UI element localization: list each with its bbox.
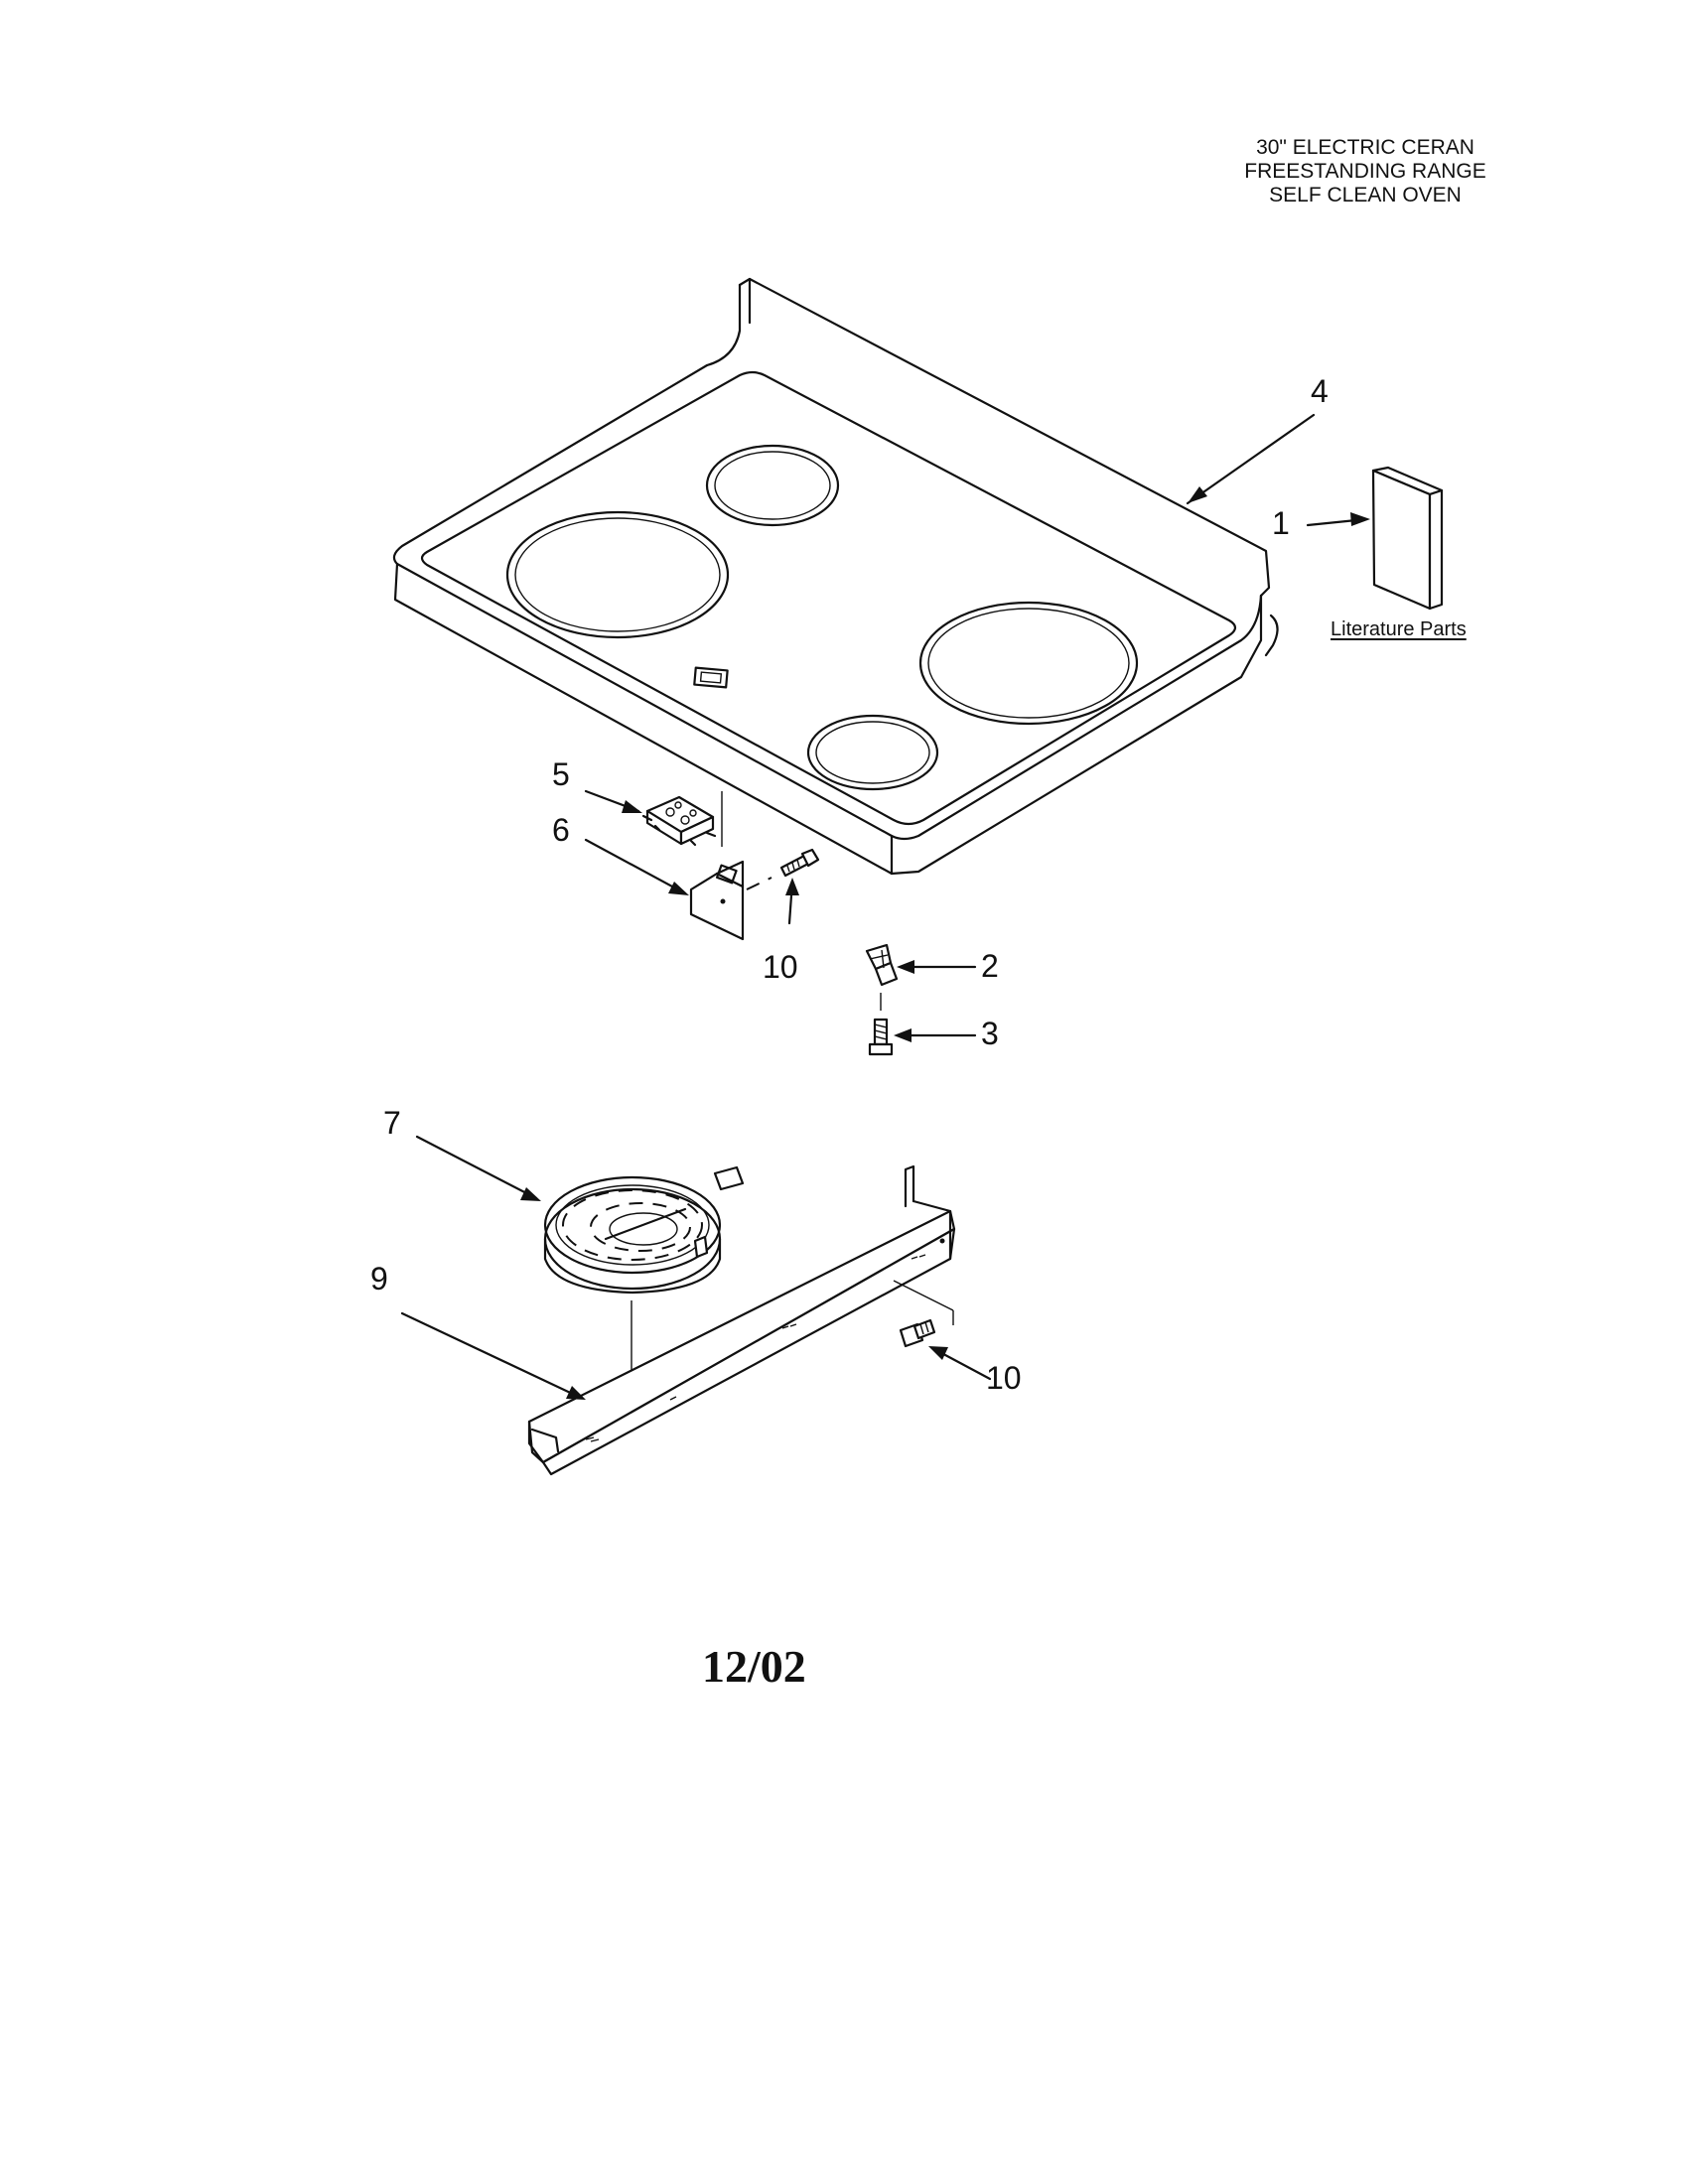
- literature-booklet-part-1: [1371, 466, 1444, 611]
- revision-date: 12/02: [702, 1641, 806, 1692]
- screw-part-10-upper: [779, 848, 820, 878]
- radiant-element-part-7: [543, 1165, 745, 1295]
- callout-4: 4: [1311, 373, 1329, 409]
- screw-part-3: [868, 1018, 894, 1056]
- callout-6: 6: [552, 812, 570, 848]
- callout-10-lower: 10: [986, 1360, 1022, 1396]
- bracket-part-6: [689, 860, 745, 941]
- leader-4: [1186, 413, 1316, 505]
- title-line-3: SELF CLEAN OVEN: [1269, 184, 1462, 206]
- callout-5: 5: [552, 756, 570, 792]
- title-line-1: 30" ELECTRIC CERAN: [1256, 136, 1474, 159]
- leader-6: [584, 838, 687, 895]
- cooktop-part-4: [392, 277, 1279, 876]
- burner-elements: [505, 444, 1139, 791]
- support-bracket-part-9: [527, 1164, 956, 1476]
- callout-3: 3: [981, 1016, 999, 1051]
- cooktop-glass-panel: [420, 370, 1237, 826]
- leader-7: [415, 1135, 538, 1200]
- callout-7: 7: [383, 1105, 401, 1141]
- title-line-2: FREESTANDING RANGE: [1244, 160, 1486, 183]
- cooktop-backsplash: [738, 277, 1271, 598]
- screw-part-10-lower: [899, 1318, 936, 1348]
- clip-part-2: [865, 943, 899, 987]
- diagram-title: 30" ELECTRIC CERAN FREESTANDING RANGE SE…: [1187, 136, 1544, 207]
- switch-part-5: [641, 795, 717, 847]
- leader-9: [400, 1311, 583, 1400]
- callout-10-upper: 10: [763, 949, 798, 985]
- callout-1: 1: [1272, 505, 1290, 541]
- callout-9: 9: [370, 1261, 388, 1297]
- cooktop-outer-edge: [392, 363, 1263, 841]
- literature-parts-label: Literature Parts: [1331, 618, 1467, 640]
- callout-2: 2: [981, 948, 999, 984]
